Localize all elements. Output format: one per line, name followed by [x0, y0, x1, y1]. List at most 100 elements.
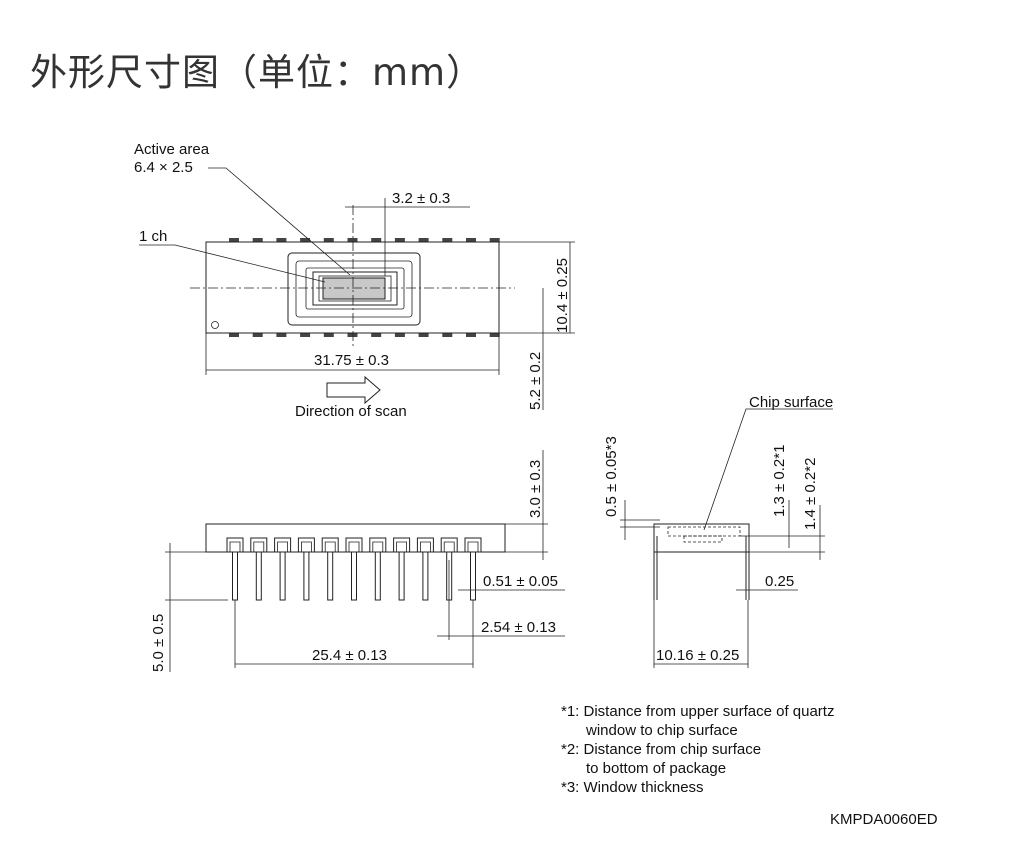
lead-shoulder	[369, 537, 387, 552]
lead-pin	[351, 551, 357, 601]
lead-shoulder	[440, 537, 458, 552]
lead-shoulder	[250, 537, 268, 552]
lead-pin	[232, 551, 238, 601]
footnotes: *1: Distance from upper surface of quart…	[561, 703, 834, 796]
lead-shoulder-inner	[443, 541, 455, 552]
lead-shoulder-inner	[324, 541, 336, 552]
lead-thickness-label: 0.25	[765, 573, 794, 590]
top-pin	[347, 238, 358, 242]
lead-shoulder	[274, 537, 292, 552]
chip-outline	[312, 271, 398, 306]
window-to-chip-label: 1.3 ± 0.2*1	[771, 445, 788, 517]
bottom-pin	[276, 333, 287, 337]
lead-shoulder	[226, 537, 244, 552]
lead-shoulder	[321, 537, 339, 552]
top-pin	[323, 238, 334, 242]
footnote-2-line-2: to bottom of package	[586, 760, 726, 777]
ch1-label: 1 ch	[139, 228, 167, 245]
top-pin	[418, 238, 429, 242]
lead-shoulder-inner	[396, 541, 407, 552]
active-area-size-label: 6.4 × 2.5	[134, 159, 193, 176]
top-view: Active area 6.4 × 2.5 1 ch 3.2 ± 0.3 10.…	[134, 141, 575, 420]
lead-shoulder-inner	[301, 541, 312, 552]
active-area-leader	[208, 167, 351, 276]
top-pin	[394, 238, 405, 242]
lead-pin	[470, 551, 476, 601]
chip-to-bottom-label: 1.4 ± 0.2*2	[802, 458, 819, 530]
lead-shoulder	[416, 537, 434, 552]
lead-span-label: 25.4 ± 0.13	[312, 647, 387, 664]
top-pin	[466, 238, 476, 242]
footnote-1-line-2: window to chip surface	[585, 722, 738, 739]
window-frame-outer	[287, 252, 421, 326]
lead-pin	[327, 551, 334, 601]
front-view: 3.0 ± 0.3 5.0 ± 0.5 0.51 ± 0.05 2.54 ± 0…	[150, 450, 565, 672]
lead-pin	[255, 551, 262, 601]
pin1-marker	[211, 321, 219, 329]
lead-pin	[279, 551, 286, 601]
lead-shoulder-inner	[372, 541, 384, 552]
chip-hidden	[683, 535, 723, 543]
lead-shoulder-inner	[467, 541, 479, 552]
lead-shoulder	[345, 537, 363, 552]
chip-surface-leader	[703, 408, 833, 531]
footnote-1-line-1: *1: Distance from upper surface of quart…	[561, 703, 834, 720]
window-frame-inner	[305, 267, 405, 310]
drawing-code: KMPDA0060ED	[830, 811, 938, 828]
top-pin	[489, 238, 500, 242]
pitch-label: 2.54 ± 0.13	[481, 619, 556, 636]
chip-surface-label: Chip surface	[749, 394, 833, 411]
bottom-pin	[229, 333, 239, 337]
front-leads	[226, 537, 482, 601]
lead-shoulder	[393, 537, 411, 552]
footnote-3: *3: Window thickness	[561, 779, 704, 796]
active-area	[322, 277, 386, 300]
lead-shoulder-inner	[277, 541, 288, 552]
bottom-pin	[300, 333, 311, 337]
lead-shoulder-inner	[229, 541, 241, 552]
top-pin	[276, 238, 287, 242]
package-length-label: 31.75 ± 0.3	[314, 352, 389, 369]
window-offset-label: 3.2 ± 0.3	[392, 190, 450, 207]
package-width-label: 10.4 ± 0.25	[554, 258, 571, 333]
quartz-window-hidden	[667, 526, 741, 537]
direction-of-scan-label: Direction of scan	[295, 403, 407, 420]
bottom-pin	[371, 333, 382, 337]
window-frame-middle	[295, 260, 413, 318]
row-spacing-label: 10.16 ± 0.25	[656, 647, 739, 664]
lead-pin	[374, 551, 381, 601]
bottom-pin	[394, 333, 405, 337]
lead-width-label: 0.51 ± 0.05	[483, 573, 558, 590]
ch1-leader	[139, 244, 326, 283]
scan-direction-arrow-icon	[326, 375, 381, 405]
top-view-pins-bottom	[229, 333, 500, 337]
side-view: Chip surface 0.5 ± 0.05*3 1.3 ± 0.2*1 1.…	[603, 394, 833, 668]
body-height-label: 3.0 ± 0.3	[527, 460, 544, 518]
active-area-label: Active area	[134, 141, 210, 158]
active-area-border	[318, 275, 392, 302]
bottom-pin	[466, 333, 476, 337]
top-pin	[229, 238, 239, 242]
lead-pin	[303, 551, 310, 601]
window-thickness-label: 0.5 ± 0.05*3	[603, 436, 620, 517]
page-title: 外形尺寸图（单位：mm）	[30, 51, 485, 94]
bottom-pin	[489, 333, 500, 337]
bottom-pin	[323, 333, 334, 337]
top-pin	[371, 238, 382, 242]
bottom-pin	[418, 333, 429, 337]
lead-shoulder-inner	[253, 541, 265, 552]
bottom-pin	[347, 333, 358, 337]
footnote-2-line-1: *2: Distance from chip surface	[561, 741, 761, 758]
top-view-pins-top	[229, 238, 500, 242]
top-pin	[300, 238, 311, 242]
top-pin	[442, 238, 453, 242]
top-pin	[252, 238, 263, 242]
package-outline	[205, 241, 500, 334]
center-dim-label: 5.2 ± 0.2	[527, 352, 544, 410]
bottom-pin	[442, 333, 453, 337]
lead-pin	[422, 551, 429, 601]
lead-pin	[398, 551, 405, 601]
lead-shoulder	[297, 537, 315, 552]
